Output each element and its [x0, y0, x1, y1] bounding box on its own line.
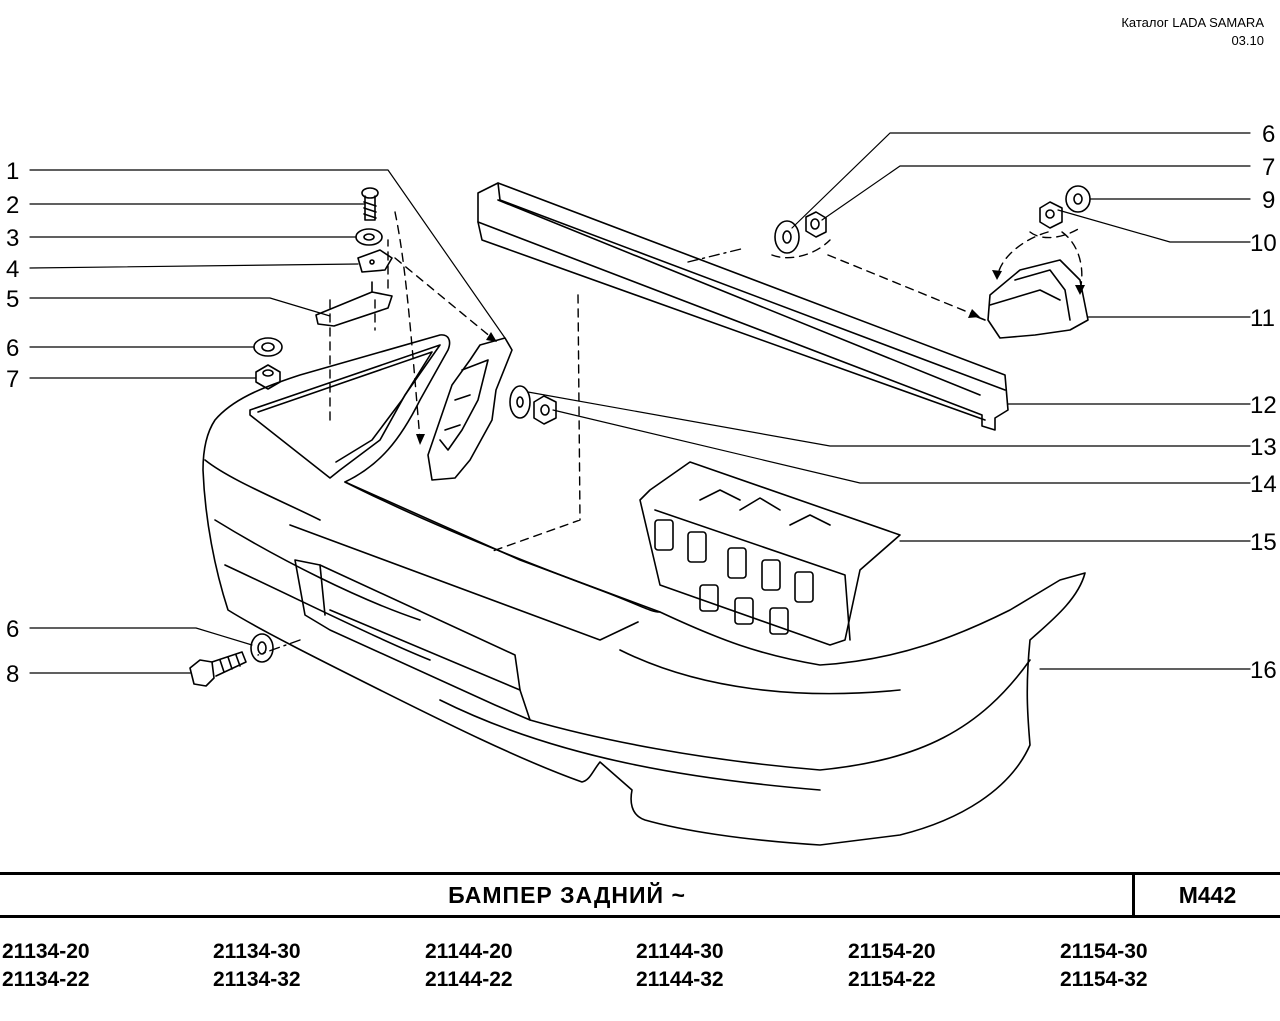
model-number: 21144-20 — [425, 940, 513, 963]
model-number: 21154-32 — [1060, 968, 1148, 991]
callout-6-lower: 6 — [6, 616, 19, 643]
leader-lines — [29, 132, 1251, 674]
callout-16: 16 — [1250, 657, 1277, 684]
screw — [361, 187, 379, 221]
callout-1: 1 — [6, 158, 19, 185]
callout-4: 4 — [6, 256, 19, 283]
model-number: 21134-30 — [213, 940, 301, 963]
nut-right — [805, 211, 827, 238]
spring-washer-center — [509, 385, 531, 419]
callout-14: 14 — [1250, 471, 1277, 498]
energy-absorber — [639, 461, 901, 646]
callout-9: 9 — [1262, 187, 1275, 214]
model-number: 21144-22 — [425, 968, 513, 991]
catalog-name: Каталог LADA SAMARA — [1121, 15, 1264, 30]
spring-washer-left — [253, 337, 283, 357]
spring-washer-lower — [250, 633, 274, 663]
catalog-date: 03.10 — [1231, 33, 1264, 48]
catalog-header: Каталог LADA SAMARA 03.10 — [1121, 14, 1264, 50]
rear-bumper-exploded-diagram: 1 2 3 4 5 6 7 6 8 6 7 9 10 11 12 13 14 1… — [6, 121, 1277, 846]
callout-6-right: 6 — [1262, 121, 1275, 148]
nut-left — [255, 364, 281, 390]
callout-5: 5 — [6, 286, 19, 313]
callout-11: 11 — [1250, 305, 1275, 332]
spring-washer-right — [774, 220, 800, 254]
page-title: БАМПЕР ЗАДНИЙ ~ — [448, 882, 686, 908]
washer — [355, 228, 383, 246]
callout-7-right: 7 — [1262, 154, 1275, 181]
callout-15: 15 — [1250, 529, 1277, 556]
retainer-bracket — [315, 281, 393, 327]
side-mount — [974, 259, 1089, 339]
assembly-guides — [257, 211, 1083, 656]
side-bracket — [427, 337, 513, 481]
bolt — [189, 651, 247, 687]
callout-6-left: 6 — [6, 335, 19, 362]
model-number: 21134-32 — [213, 968, 301, 991]
model-number: 21154-22 — [848, 968, 936, 991]
title-bar: БАМПЕР ЗАДНИЙ ~ М442 — [0, 872, 1280, 918]
callout-8: 8 — [6, 661, 19, 688]
washer-upper — [1065, 185, 1091, 213]
reinforcement-beam — [477, 182, 1009, 431]
callout-12: 12 — [1250, 392, 1277, 419]
diagram-code: М442 — [1178, 882, 1237, 908]
model-number: 21154-30 — [1060, 940, 1148, 963]
nut-upper — [1039, 201, 1063, 229]
title-divider — [1132, 875, 1135, 915]
callout-13: 13 — [1250, 434, 1277, 461]
callout-3: 3 — [6, 225, 19, 252]
model-number: 21134-22 — [2, 968, 90, 991]
callout-10: 10 — [1250, 230, 1277, 257]
model-number: 21144-30 — [636, 940, 724, 963]
callout-2: 2 — [6, 192, 19, 219]
clip — [357, 249, 393, 273]
callout-numbers: 1 2 3 4 5 6 7 6 8 6 7 9 10 11 12 13 14 1… — [6, 121, 1277, 688]
nut-center — [533, 395, 557, 425]
model-number: 21134-20 — [2, 940, 90, 963]
model-number: 21144-32 — [636, 968, 724, 991]
callout-7-left: 7 — [6, 366, 19, 393]
bumper-cover — [202, 334, 1086, 846]
model-number: 21154-20 — [848, 940, 936, 963]
